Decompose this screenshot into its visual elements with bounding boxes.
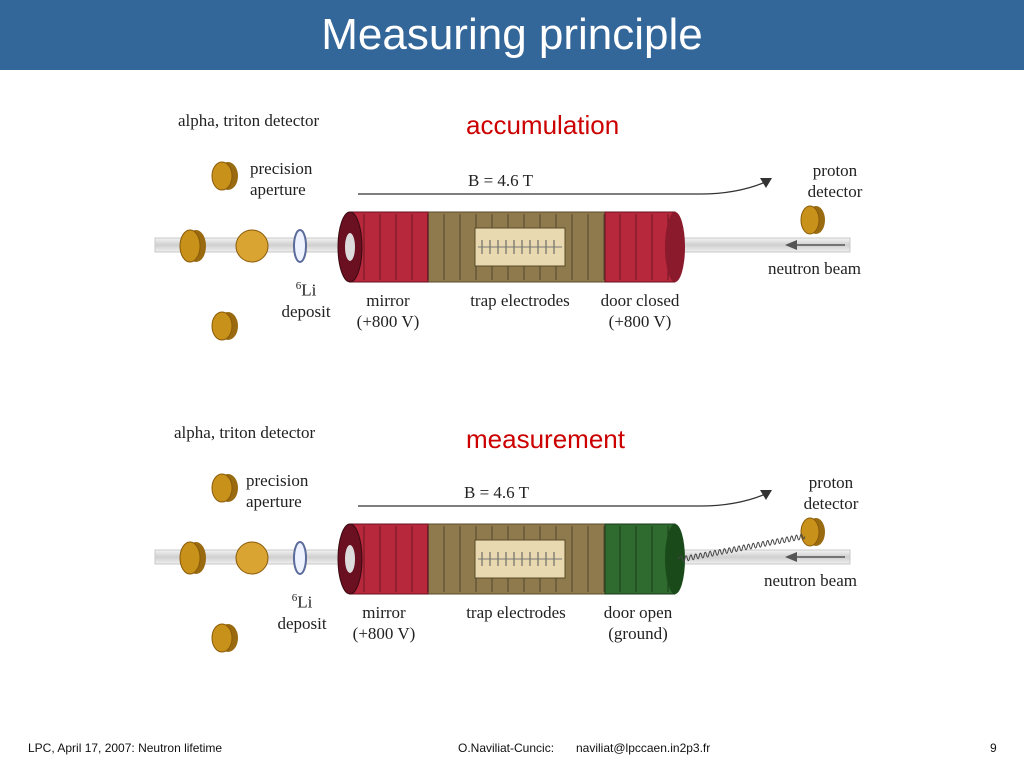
door-label: door closed(+800 V): [600, 291, 680, 331]
panel-measurement: alpha, triton detector precision apertur…: [140, 410, 890, 695]
proton-spiral-path: [677, 533, 806, 562]
page-number: 9: [990, 741, 997, 755]
deposit-text: deposit: [281, 301, 331, 321]
precision-aperture-label: precision aperture: [250, 159, 313, 199]
magnet-cylinder: [337, 523, 685, 595]
cylinder-bore: [345, 545, 355, 573]
slide-title: Measuring principle: [321, 10, 703, 59]
field-arrow: [358, 179, 771, 195]
deposit-text: deposit: [277, 613, 327, 633]
trap-electrodes-label: trap electrodes: [470, 291, 570, 310]
li-symbol: Li: [301, 280, 317, 300]
top-detector: [211, 473, 233, 503]
door-section: [604, 523, 676, 595]
proton-detector: [800, 205, 820, 235]
proton-detector-label: proton detector: [803, 473, 859, 513]
field-arrowhead: [760, 490, 772, 500]
mirror-voltage: (+800 V): [356, 312, 420, 331]
bottom-detector: [211, 623, 233, 653]
neutron-beam-arrowhead: [785, 240, 797, 250]
left-detector: [179, 229, 201, 263]
door-section: [604, 211, 676, 283]
door-voltage: (ground): [608, 624, 668, 643]
door-voltage: (+800 V): [608, 312, 672, 331]
proton-detector-label: proton detector: [807, 161, 863, 201]
li-deposit-foil: [293, 229, 307, 263]
panel-accumulation: alpha, triton detector precision apertur…: [140, 98, 890, 383]
trap-electrodes-label: trap electrodes: [466, 603, 566, 622]
footer-author: O.Naviliat-Cuncic:: [458, 741, 555, 755]
mirror-voltage: (+800 V): [352, 624, 416, 643]
mirror-label: mirror(+800 V): [356, 291, 420, 331]
precision-aperture: [235, 229, 269, 263]
door-label: door open(ground): [603, 603, 673, 643]
field-arrowhead: [760, 178, 772, 188]
magnet-cylinder: [337, 211, 685, 283]
apparatus-diagram-measurement: [154, 473, 851, 653]
proton-detector: [800, 517, 820, 547]
cylinder-back-face: [665, 212, 685, 282]
field-arrow: [358, 491, 771, 507]
li-superscript: 6: [291, 592, 298, 604]
stage-label-measurement: measurement: [466, 424, 625, 454]
footer-email: naviliat@lpccaen.in2p3.fr: [576, 741, 711, 755]
left-detector: [179, 541, 201, 575]
magnetic-field-label: B = 4.6 T: [464, 483, 530, 502]
precision-aperture-label: precision aperture: [246, 471, 309, 511]
footer-event: LPC, April 17, 2007: Neutron lifetime: [28, 741, 223, 755]
li-symbol: Li: [297, 592, 313, 612]
li-deposit-foil: [293, 541, 307, 575]
neutron-beam-label: neutron beam: [764, 571, 857, 590]
alpha-triton-detector-label: alpha, triton detector: [178, 111, 320, 130]
bottom-detector: [211, 311, 233, 341]
precision-aperture: [235, 541, 269, 575]
neutron-beam-label: neutron beam: [768, 259, 861, 278]
li-superscript: 6: [295, 280, 302, 292]
mirror-label: mirror(+800 V): [352, 603, 416, 643]
stage-label-accumulation: accumulation: [466, 110, 620, 140]
title-bar: [0, 0, 1024, 70]
cylinder-back-face: [665, 524, 685, 594]
magnetic-field-label: B = 4.6 T: [468, 171, 534, 190]
neutron-beam-arrowhead: [785, 552, 797, 562]
top-detector: [211, 161, 233, 191]
alpha-triton-detector-label: alpha, triton detector: [174, 423, 316, 442]
apparatus-diagram-accumulation: [154, 161, 851, 341]
cylinder-bore: [345, 233, 355, 261]
